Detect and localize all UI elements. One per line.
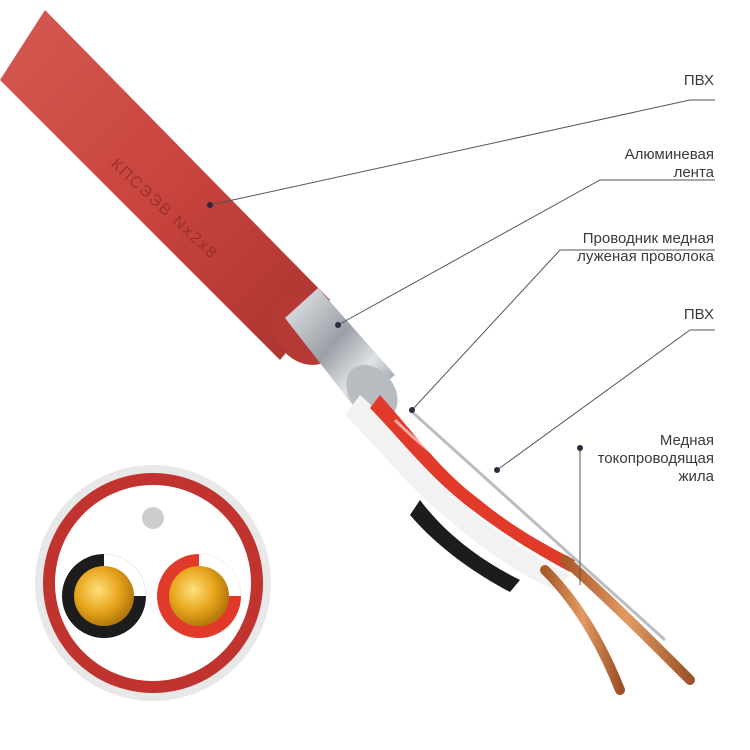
label-pvc-jacket: ПВХ — [683, 72, 714, 89]
cross-section — [35, 465, 271, 701]
copper-conductors — [540, 555, 695, 695]
label-copper-conductor: Медная токопроводящая жила — [597, 432, 714, 485]
label-pvc-insulation: ПВХ — [683, 306, 714, 323]
label-aluminum-foil: Алюминевая лента — [624, 146, 714, 181]
leader-lines — [209, 99, 715, 585]
drain-wire — [408, 408, 667, 642]
red-core-conductor — [169, 566, 229, 626]
leader-dots — [207, 202, 583, 473]
drain-wire-section — [142, 507, 164, 529]
twisted-pair — [345, 395, 575, 592]
black-core-conductor — [74, 566, 134, 626]
label-drain-wire: Проводник медная луженая проволока — [577, 230, 714, 265]
